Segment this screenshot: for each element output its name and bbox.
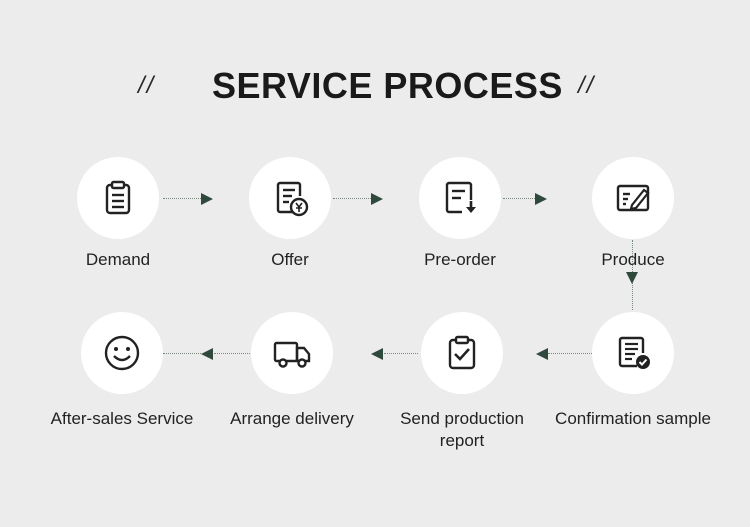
step-confirmation-sample-circle: [592, 312, 674, 394]
step-send-production-report-circle: [421, 312, 503, 394]
step-demand: Demand: [38, 157, 198, 297]
clipboard-check-icon: [448, 335, 476, 370]
connector-5-6: [548, 353, 592, 354]
title-row: // SERVICE PROCESS //: [0, 62, 750, 110]
document-download-icon: [445, 181, 476, 214]
pencil-form-icon: [616, 184, 650, 212]
step-demand-circle: [77, 157, 159, 239]
step-demand-label: Demand: [85, 250, 151, 269]
step-offer-circle: [249, 157, 331, 239]
arrow-right-icon: [201, 193, 213, 205]
connector-2-3: [333, 198, 373, 199]
left-decoration: //: [138, 72, 156, 99]
arrow-right-icon: [535, 193, 547, 205]
arrow-down-icon: [626, 272, 638, 284]
page-title: SERVICE PROCESS: [212, 65, 563, 106]
step-pre-order-label: Pre-order: [424, 250, 496, 269]
truck-icon: [273, 341, 311, 368]
step-send-production-report: Send production report: [382, 312, 542, 472]
arrow-right-icon: [371, 193, 383, 205]
step-after-sales-service-text: After-sales Service: [50, 409, 194, 428]
step-after-sales-service-circle: [81, 312, 163, 394]
arrow-left-icon: [201, 348, 213, 360]
clipboard-icon: [105, 180, 131, 215]
connector-7-8-tail: [163, 353, 201, 354]
step-send-production-report-text: Send production report: [400, 409, 524, 450]
step-arrange-delivery-text: Arrange delivery: [230, 409, 354, 428]
step-produce-circle: [592, 157, 674, 239]
step-arrange-delivery-circle: [251, 312, 333, 394]
arrow-left-icon: [371, 348, 383, 360]
step-confirmation-sample: Confirmation sample: [553, 312, 713, 472]
connector-1-2: [163, 198, 203, 199]
checklist-approved-icon: [618, 336, 650, 369]
step-produce-label: Produce: [601, 250, 665, 269]
connector-7-8: [214, 353, 250, 354]
arrow-left-icon: [536, 348, 548, 360]
step-confirmation-sample-label: Confirmation sample: [553, 408, 713, 430]
step-confirmation-sample-text: Confirmation sample: [555, 409, 711, 428]
step-arrange-delivery: Arrange delivery: [212, 312, 372, 472]
step-pre-order: Pre-order: [380, 157, 540, 297]
step-arrange-delivery-label: Arrange delivery: [212, 408, 372, 430]
step-after-sales-service: After-sales Service: [42, 312, 202, 472]
connector-3-4: [503, 198, 537, 199]
connector-6-7: [384, 353, 418, 354]
step-offer: Offer: [210, 157, 370, 297]
step-after-sales-service-label: After-sales Service: [42, 408, 202, 430]
right-decoration: //: [578, 72, 596, 99]
step-offer-label: Offer: [271, 250, 309, 269]
step-pre-order-circle: [419, 157, 501, 239]
smiley-icon: [104, 335, 140, 371]
invoice-yen-icon: [276, 181, 309, 217]
step-send-production-report-label: Send production report: [382, 408, 542, 452]
